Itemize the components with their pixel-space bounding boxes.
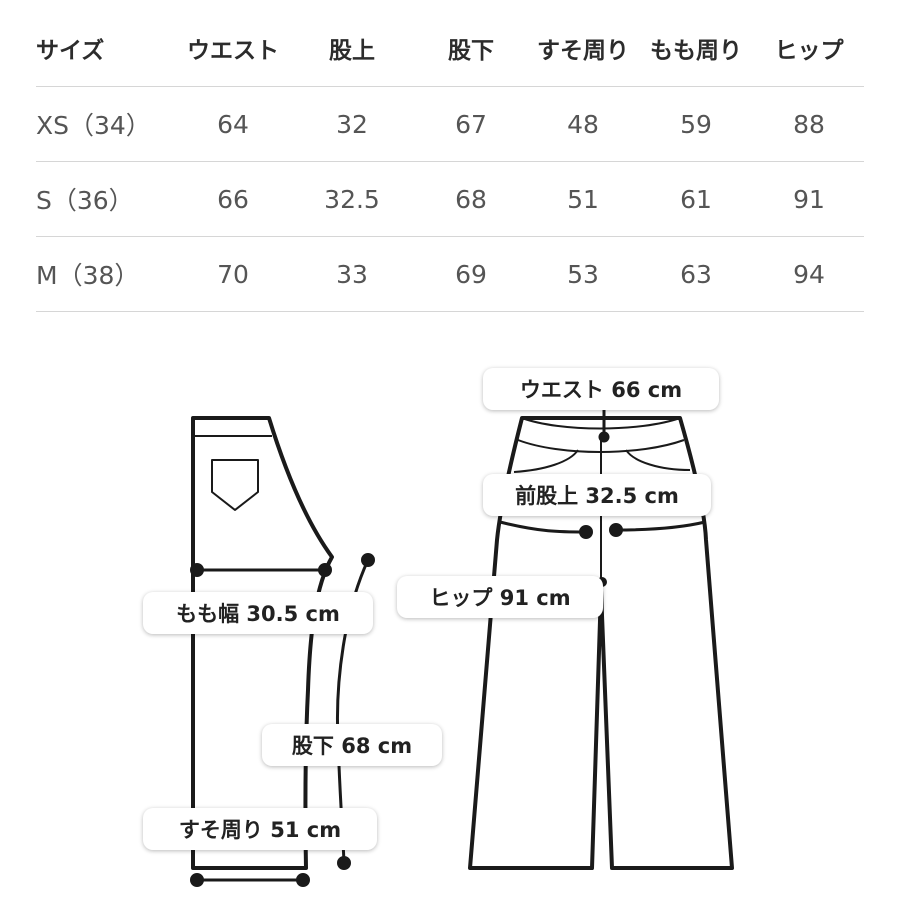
header-hip: ヒップ: [774, 38, 844, 64]
header-thigh: もも周り: [650, 38, 742, 64]
header-hem: すそ周り: [537, 38, 629, 64]
front-right-pocket: [625, 449, 691, 471]
table-row: XS（34） 64 32 67 48 59 88: [36, 87, 864, 162]
thigh-width-label: もも幅 30.5 cm: [143, 592, 373, 634]
front-left-pocket: [513, 449, 579, 473]
cell-inseam: 67: [455, 109, 487, 139]
header-waist: ウエスト: [187, 38, 279, 64]
front-rise-measure-line: [499, 520, 706, 539]
front-view-pants: [468, 416, 734, 870]
cell-waist: 70: [217, 259, 249, 289]
table-row: S（36） 66 32.5 68 51 61 91: [36, 162, 864, 237]
back-pocket: [211, 459, 259, 511]
cell-inseam: 69: [455, 259, 487, 289]
cell-size: XS（34）: [36, 111, 151, 140]
size-table: サイズ ウエスト 股上 股下 すそ周り もも周り ヒップ XS（34） 64 3…: [36, 10, 864, 312]
front-rise-label: 前股上 32.5 cm: [483, 474, 711, 516]
hip-label: ヒップ 91 cm: [397, 576, 603, 618]
cell-rise: 32: [336, 109, 368, 139]
waist-label: ウエスト 66 cm: [483, 368, 719, 410]
side-view-pants: [191, 416, 334, 870]
cell-hip: 91: [793, 184, 825, 214]
cell-inseam: 68: [455, 184, 487, 214]
cell-hip: 88: [793, 109, 825, 139]
header-inseam: 股下: [448, 38, 494, 64]
hem-label: すそ周り 51 cm: [143, 808, 377, 850]
hem-measure-line: [190, 873, 310, 887]
front-waistband: [521, 417, 681, 430]
cell-hem: 53: [567, 259, 599, 289]
cell-rise: 33: [336, 259, 368, 289]
table-header-row: サイズ ウエスト 股上 股下 すそ周り もも周り ヒップ: [36, 10, 864, 87]
cell-hem: 51: [567, 184, 599, 214]
cell-size: M（38）: [36, 261, 140, 290]
side-view-outline: [191, 416, 334, 870]
cell-rise: 32.5: [324, 184, 380, 214]
cell-size: S（36）: [36, 186, 134, 215]
cell-hem: 48: [567, 109, 599, 139]
header-size: サイズ: [36, 38, 105, 64]
cell-waist: 66: [217, 184, 249, 214]
cell-waist: 64: [217, 109, 249, 139]
waist-measure-dot: [598, 431, 610, 443]
cell-hip: 94: [793, 259, 825, 289]
inseam-label: 股下 68 cm: [262, 724, 442, 766]
cell-thigh: 63: [680, 259, 712, 289]
table-row: M（38） 70 33 69 53 63 94: [36, 237, 864, 312]
thigh-width-measure-line: [190, 563, 332, 577]
cell-thigh: 59: [680, 109, 712, 139]
header-rise: 股上: [329, 38, 375, 64]
cell-thigh: 61: [680, 184, 712, 214]
front-view-outline: [468, 416, 734, 870]
